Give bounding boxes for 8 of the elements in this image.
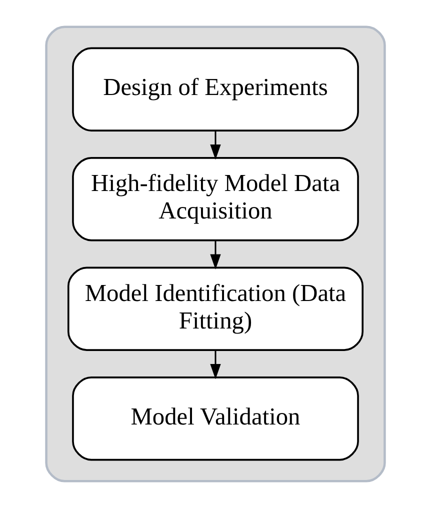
arrow — [210, 240, 221, 270]
node-box: Model Validation — [72, 376, 359, 461]
arrow — [210, 130, 221, 160]
node-box: Model Identification (Data Fitting) — [67, 266, 364, 351]
cluster — [45, 26, 386, 482]
node-box: High-fidelity Model Data Acquisition — [72, 157, 359, 242]
node-box: Design of Experiments — [72, 47, 359, 132]
arrow — [210, 350, 221, 380]
